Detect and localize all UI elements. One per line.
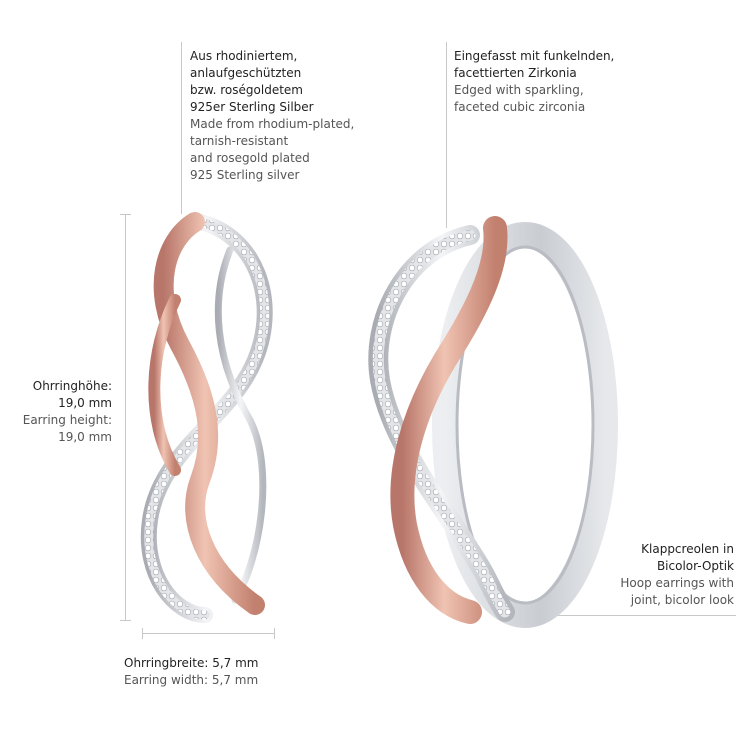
material-leader-line: [181, 42, 182, 214]
stones-annotation: Eingefasst mit funkelnden, facettierten …: [454, 48, 614, 116]
height-dimension-line: [125, 214, 126, 620]
material-de-line: bzw. roségoldetem: [190, 83, 303, 97]
height-dimension-cap-bottom: [120, 620, 131, 621]
hoop-annotation: Klappcreolen in Bicolor-Optik Hoop earri…: [620, 541, 734, 609]
stones-de-line: facettierten Zirkonia: [454, 66, 577, 80]
hoop-en-line: Hoop earrings with: [620, 576, 734, 590]
hoop-en-line: joint, bicolor look: [630, 593, 734, 607]
stones-en-line: faceted cubic zirconia: [454, 100, 586, 114]
hoop-view-earring: [368, 216, 618, 628]
material-en-line: 925 Sterling silver: [190, 168, 300, 182]
height-en-value: 19,0 mm: [58, 430, 112, 444]
height-en-label: Earring height:: [22, 413, 112, 427]
stones-de-line: Eingefasst mit funkelnden,: [454, 49, 615, 63]
height-de-label: Ohrringhöhe:: [32, 379, 112, 393]
width-dimension-line: [142, 633, 275, 634]
material-en-line: tarnish-resistant: [190, 134, 289, 148]
stones-en-line: Edged with sparkling,: [454, 83, 584, 97]
material-en-line: Made from rhodium-plated,: [190, 117, 355, 131]
material-de-line: Aus rhodiniertem,: [190, 49, 298, 63]
width-en-label: Earring width: 5,7 mm: [124, 673, 259, 687]
width-de-label: Ohrringbreite: 5,7 mm: [124, 656, 259, 670]
hoop-de-line: Klappcreolen in: [641, 542, 734, 556]
width-annotation: Ohrringbreite: 5,7 mm Earring width: 5,7…: [124, 655, 259, 689]
hoop-leader-line: [540, 615, 736, 616]
material-de-line: anlaufgeschützten: [190, 66, 302, 80]
height-de-value: 19,0 mm: [58, 396, 112, 410]
width-dimension-cap-left: [142, 628, 143, 639]
width-dimension-cap-right: [274, 628, 275, 639]
front-view-earring: [140, 212, 273, 623]
height-dimension-cap-top: [120, 214, 131, 215]
material-de-line: 925er Sterling Silber: [190, 100, 314, 114]
material-en-line: and rosegold plated: [190, 151, 310, 165]
height-annotation: Ohrringhöhe: 19,0 mm Earring height: 19,…: [23, 378, 112, 446]
hoop-de-line: Bicolor-Optik: [656, 559, 734, 573]
material-annotation: Aus rhodiniertem, anlaufgeschützten bzw.…: [190, 48, 354, 184]
stones-leader-line: [446, 42, 447, 228]
